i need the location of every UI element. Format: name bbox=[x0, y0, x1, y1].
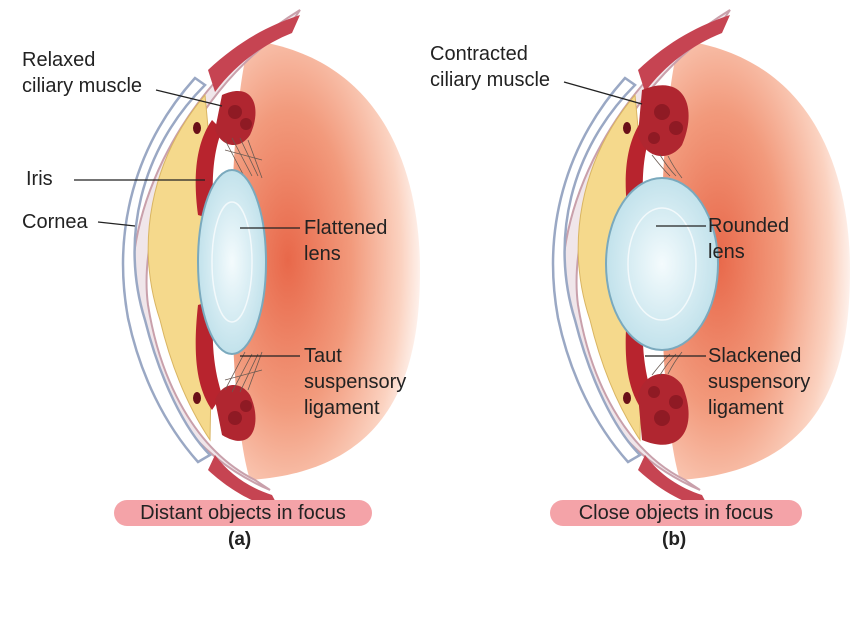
panel-near-vision: Contracted ciliary muscle Rounded lens S… bbox=[430, 0, 859, 560]
ligament-label-line1: Slackened bbox=[708, 345, 802, 367]
iris-label: Iris bbox=[26, 168, 53, 190]
fundus bbox=[661, 40, 850, 480]
lens-label-line2: lens bbox=[304, 243, 341, 265]
lens-label-line1: Rounded bbox=[708, 215, 790, 237]
ciliary-muscle-label-line1: Contracted bbox=[430, 43, 528, 65]
iris-shape bbox=[195, 120, 222, 220]
ciliary-muscle-label-line2: ciliary muscle bbox=[430, 69, 551, 91]
cornea-shape bbox=[551, 76, 643, 464]
lens-label-line1: Flattened bbox=[304, 217, 388, 239]
panel-letter-a: (a) bbox=[228, 529, 252, 550]
ligament-label-line1: Taut bbox=[304, 345, 342, 367]
caption-close: Close objects in focus bbox=[550, 500, 802, 526]
lens-shape bbox=[605, 177, 719, 351]
ligament-label-line2: suspensory bbox=[708, 371, 811, 393]
eye-illustration-contracted bbox=[551, 9, 850, 510]
ligament-label-line3: ligament bbox=[304, 397, 380, 419]
ligament-label-line3: ligament bbox=[708, 397, 784, 419]
caption-distant: Distant objects in focus bbox=[114, 500, 372, 526]
ligament-label-line2: suspensory bbox=[304, 371, 407, 393]
ciliary-muscle-shape bbox=[638, 85, 689, 157]
cornea-shape bbox=[121, 76, 213, 464]
cornea-label: Cornea bbox=[22, 211, 88, 233]
ciliary-muscle-label-line1: Relaxed bbox=[22, 49, 96, 71]
fundus bbox=[231, 40, 420, 480]
panel-letter-b: (b) bbox=[662, 529, 687, 550]
suspensory-ligament bbox=[224, 137, 263, 393]
lens-label-line2: lens bbox=[708, 241, 745, 263]
panel-distant-vision: Relaxed ciliary muscle Iris Cornea Flatt… bbox=[0, 0, 430, 560]
lens-shape bbox=[197, 169, 267, 355]
eye-illustration-relaxed bbox=[74, 9, 420, 510]
ciliary-muscle-label-line2: ciliary muscle bbox=[22, 75, 143, 97]
